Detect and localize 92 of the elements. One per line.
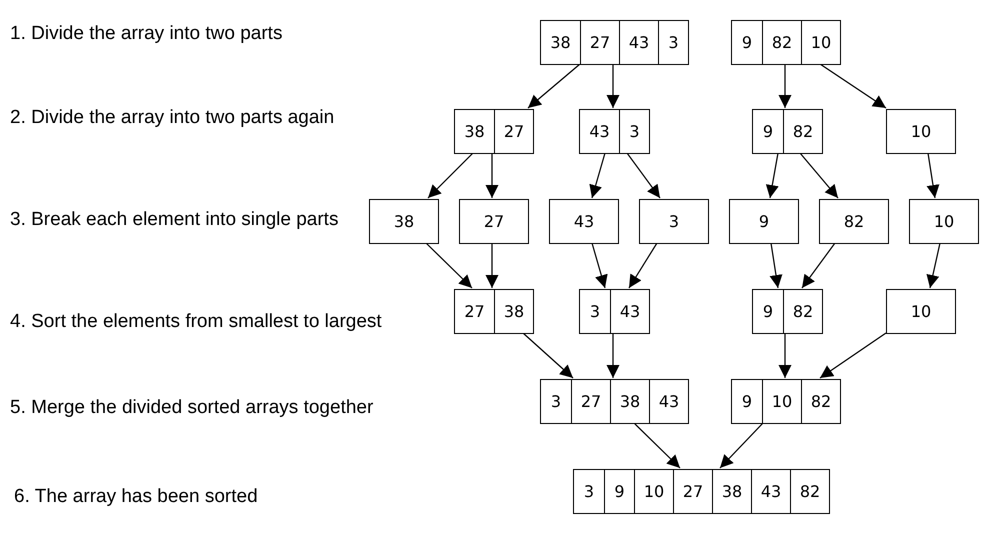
array-element: 82: [783, 110, 822, 153]
array-box: [909, 199, 979, 244]
array-element: 3: [550, 391, 562, 413]
array-box: [454, 109, 534, 154]
arrow: [528, 64, 580, 108]
arrow: [820, 332, 886, 378]
step-text: 1. Divide the array into two parts: [10, 22, 284, 46]
step-text: 3. Break each element into single parts: [10, 208, 340, 232]
array-element: 38: [712, 470, 751, 513]
array-element: 43: [649, 380, 688, 423]
arrow: [428, 152, 474, 198]
array-element: 9: [604, 470, 634, 513]
array-element: 3: [658, 21, 688, 64]
array-element: 38: [549, 32, 572, 54]
arrow: [770, 242, 782, 288]
array-element: 9: [762, 121, 774, 143]
step-text: 5. Merge the divided sorted arrays together: [10, 396, 374, 420]
arrow: [634, 422, 680, 468]
array-element: 38: [463, 121, 486, 143]
array-box: [731, 20, 841, 65]
array-element: 43: [610, 290, 649, 333]
array-element: 10: [910, 121, 932, 143]
array-element: 9: [740, 32, 754, 54]
array-element: 10: [762, 380, 801, 423]
array-element: 9: [740, 391, 754, 413]
arrow: [720, 422, 764, 468]
array-box: [540, 20, 689, 65]
arrow: [820, 64, 886, 108]
array-element: 43: [588, 121, 611, 143]
array-box: [886, 109, 956, 154]
array-element: 10: [932, 211, 956, 233]
array-box: [886, 289, 956, 334]
array-element: 10: [801, 21, 840, 64]
arrow: [626, 152, 660, 198]
array-element: 27: [580, 21, 619, 64]
step-text: 6. The array has been sorted: [14, 485, 259, 509]
arrow: [486, 243, 498, 288]
arrow: [766, 152, 779, 198]
array-box: [752, 289, 823, 334]
array-element: 3: [588, 301, 602, 323]
array-element: 43: [619, 21, 658, 64]
arrow: [926, 242, 941, 288]
array-box: [729, 199, 799, 244]
array-element: 38: [494, 290, 533, 333]
arrow: [426, 242, 472, 288]
array-element: 27: [463, 301, 486, 323]
array-element: 82: [790, 470, 829, 513]
array-box: [579, 289, 650, 334]
arrow: [591, 242, 608, 288]
array-box: [579, 109, 650, 154]
array-element: 10: [634, 470, 673, 513]
arrow: [606, 333, 620, 378]
array-element: 3: [668, 211, 680, 233]
array-element: 27: [482, 211, 506, 233]
array-element: 43: [751, 470, 790, 513]
array-box: [369, 199, 439, 244]
array-element: 10: [910, 301, 932, 323]
array-element: 27: [571, 380, 610, 423]
step-text: 4. Sort the elements from smallest to largest: [10, 310, 383, 334]
array-box: [752, 109, 823, 154]
array-element: 27: [494, 110, 533, 153]
arrow: [800, 152, 838, 198]
array-box: [540, 379, 689, 424]
array-element: 27: [673, 470, 712, 513]
array-box: [573, 469, 830, 514]
arrow: [486, 153, 498, 198]
array-element: 38: [392, 211, 416, 233]
array-element: 9: [758, 211, 770, 233]
arrow: [589, 152, 606, 198]
arrow: [606, 64, 620, 108]
array-element: 82: [762, 21, 801, 64]
array-element: 38: [610, 380, 649, 423]
arrow: [778, 333, 792, 378]
array-element: 3: [582, 481, 596, 503]
arrow: [778, 64, 792, 108]
array-box: [459, 199, 529, 244]
array-element: 3: [619, 110, 649, 153]
array-box: [731, 379, 841, 424]
array-box: [819, 199, 889, 244]
array-box: [639, 199, 709, 244]
array-box: [454, 289, 534, 334]
array-box: [549, 199, 619, 244]
array-element: 9: [762, 301, 774, 323]
step-text: 2. Divide the array into two parts again: [10, 106, 336, 130]
array-element: 43: [572, 211, 596, 233]
array-element: 82: [801, 380, 840, 423]
arrow: [628, 242, 658, 288]
arrow: [522, 332, 574, 378]
arrow: [802, 242, 836, 288]
arrow: [926, 152, 940, 198]
array-element: 82: [842, 211, 866, 233]
array-element: 82: [783, 290, 822, 333]
